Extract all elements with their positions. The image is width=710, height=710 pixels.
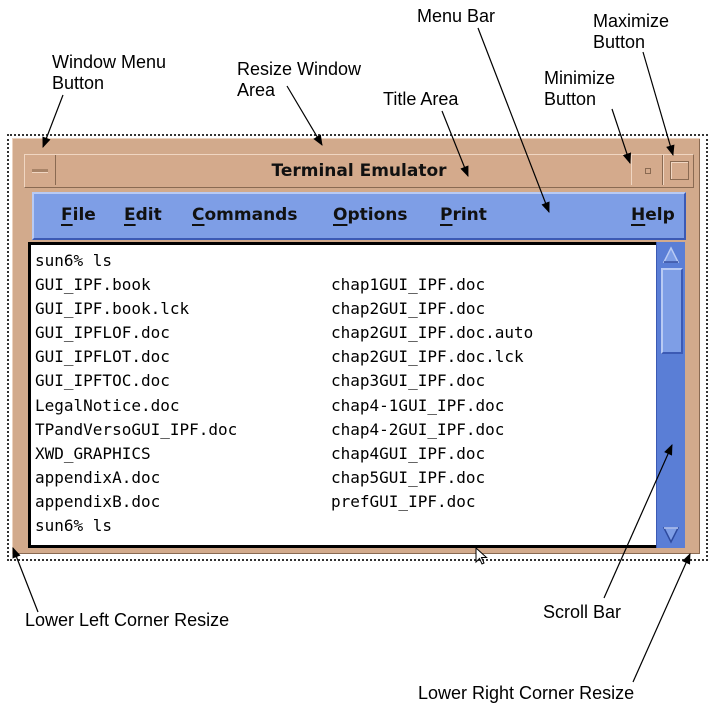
menu-options-label: ptions xyxy=(347,205,408,225)
title-area[interactable]: Terminal Emulator xyxy=(24,154,694,188)
callout-resize-window-area: Resize Window Area xyxy=(237,59,361,101)
callout-window-menu-button-line2: Button xyxy=(52,73,105,93)
callout-maximize-button-line1: Maximize xyxy=(593,11,670,31)
callout-lower-left-corner-resize: Lower Left Corner Resize xyxy=(25,610,230,630)
minimize-button[interactable] xyxy=(631,155,663,185)
window-menu-button[interactable] xyxy=(25,155,56,185)
menu-print[interactable]: Print xyxy=(440,205,487,225)
terminal-line: GUI_IPFTOC.doc chap3GUI_IPF.doc xyxy=(35,369,485,393)
menu-options-mnemonic: O xyxy=(333,205,348,225)
terminal-line: sun6% ls xyxy=(35,249,237,273)
terminal-line-col1: appendixA.doc xyxy=(35,467,161,487)
terminal-line-col1: appendixB.doc xyxy=(35,491,161,511)
terminal-line-col2: chap2GUI_IPF.doc.auto xyxy=(331,323,534,343)
terminal-line-col2: chap4-1GUI_IPF.doc xyxy=(331,395,505,415)
menu-help[interactable]: Help xyxy=(631,205,675,225)
terminal-line-col2: chap1GUI_IPF.doc xyxy=(331,275,486,295)
maximize-button[interactable] xyxy=(663,155,694,185)
terminal-line-col2: chap3GUI_IPF.doc xyxy=(331,371,486,391)
terminal-line-col1: GUI_IPF.book.lck xyxy=(35,299,190,319)
callout-minimize-button-line1: Minimize xyxy=(544,68,616,88)
callout-window-menu-button-line1: Window Menu xyxy=(52,52,167,72)
terminal-line-col1: TPandVersoGUI_IPF.doc xyxy=(35,419,238,439)
menu-commands[interactable]: Commands xyxy=(192,205,297,225)
menu-commands-mnemonic: C xyxy=(192,205,205,225)
callout-scroll-bar: Scroll Bar xyxy=(543,602,622,622)
mouse-pointer-icon xyxy=(475,547,488,565)
scroll-up-arrow-icon[interactable] xyxy=(662,246,680,264)
terminal-line-col1: sun6% ls xyxy=(35,516,113,536)
terminal-lines: sun6% ls GUI_IPF.book chap1GUI_IPF.doc GU… xyxy=(35,249,533,538)
minimize-icon xyxy=(645,168,651,174)
menu-help-label: elp xyxy=(645,205,675,225)
scroll-down-arrow-icon[interactable] xyxy=(662,526,680,544)
terminal-line: GUI_IPFLOT.doc chap2GUI_IPF.doc.lck xyxy=(35,345,524,369)
menu-bar: File Edit Commands Options Print Help xyxy=(32,192,686,240)
menu-print-label: rint xyxy=(452,205,487,225)
terminal-line-col1: sun6% ls xyxy=(35,251,113,270)
callout-minimize-button: Minimize Button xyxy=(544,68,615,110)
menu-edit-mnemonic: E xyxy=(124,205,136,225)
terminal-line-col2: chap4GUI_IPF.doc xyxy=(331,443,486,463)
terminal-line-col2: chap4-2GUI_IPF.doc xyxy=(331,419,505,439)
terminal-line: LegalNotice.doc chap4-1GUI_IPF.doc xyxy=(35,394,504,418)
terminal-line-col1: GUI_IPFLOF.doc xyxy=(35,323,170,343)
menu-edit-label: dit xyxy=(135,205,162,225)
window-menu-icon xyxy=(32,169,48,173)
menu-options[interactable]: Options xyxy=(333,205,407,225)
callout-resize-window-area-line1: Resize Window xyxy=(237,59,362,79)
callout-title-area: Title Area xyxy=(383,89,459,109)
menu-file-label: ile xyxy=(72,205,96,225)
terminal-line-col2: chap5GUI_IPF.doc xyxy=(331,467,486,487)
menu-file-mnemonic: F xyxy=(61,205,73,225)
callout-lower-right-corner-resize: Lower Right Corner Resize xyxy=(418,683,635,703)
callout-minimize-button-line2: Button xyxy=(544,89,597,109)
terminal-line: GUI_IPFLOF.doc chap2GUI_IPF.doc.auto xyxy=(35,321,533,345)
callout-maximize-button: Maximize Button xyxy=(593,11,669,53)
terminal-line-col1: GUI_IPFTOC.doc xyxy=(35,371,170,391)
terminal-line: appendixA.doc chap5GUI_IPF.doc xyxy=(35,466,485,490)
terminal-output[interactable]: sun6% ls GUI_IPF.book chap1GUI_IPF.doc GU… xyxy=(28,242,660,565)
terminal-line-col2: chap2GUI_IPF.doc xyxy=(331,299,486,319)
scroll-thumb[interactable] xyxy=(661,268,683,354)
terminal-emulator-window[interactable]: Terminal Emulator File Edit Commands Opt… xyxy=(12,138,700,565)
menu-edit[interactable]: Edit xyxy=(124,205,162,225)
terminal-line: appendixB.doc prefGUI_IPF.doc xyxy=(35,490,476,514)
terminal-line-col2: chap2GUI_IPF.doc.lck xyxy=(331,347,524,367)
maximize-icon xyxy=(670,161,689,180)
menu-print-mnemonic: P xyxy=(440,205,453,225)
leader-lower-right-corner-resize xyxy=(632,553,691,683)
window-title: Terminal Emulator xyxy=(271,161,447,181)
terminal-line-col1: GUI_IPF.book xyxy=(35,275,151,295)
terminal-line: XWD_GRAPHICS chap4GUI_IPF.doc xyxy=(35,442,485,466)
terminal-line-col2: prefGUI_IPF.doc xyxy=(331,491,476,511)
terminal-line-col1: GUI_IPFLOT.doc xyxy=(35,347,170,367)
terminal-line: GUI_IPF.book.lck chap2GUI_IPF.doc xyxy=(35,297,485,321)
callout-maximize-button-line2: Button xyxy=(593,32,646,52)
terminal-line-col1: XWD_GRAPHICS xyxy=(35,443,151,463)
terminal-line: TPandVersoGUI_IPF.doc chap4-2GUI_IPF.doc xyxy=(35,418,504,442)
menu-file[interactable]: File xyxy=(61,205,96,225)
menu-help-mnemonic: H xyxy=(631,205,646,225)
terminal-line: GUI_IPF.book chap1GUI_IPF.doc xyxy=(35,273,485,297)
terminal-line-col1: LegalNotice.doc xyxy=(35,395,180,415)
leader-lower-left-corner-resize xyxy=(12,546,39,613)
terminal-line: sun6% ls xyxy=(35,514,237,538)
scroll-bar[interactable] xyxy=(656,242,685,548)
callout-window-menu-button: Window Menu Button xyxy=(52,52,166,94)
callout-menu-bar: Menu Bar xyxy=(417,6,496,26)
menu-commands-label: ommands xyxy=(204,205,298,225)
callout-resize-window-area-line2: Area xyxy=(237,80,276,100)
